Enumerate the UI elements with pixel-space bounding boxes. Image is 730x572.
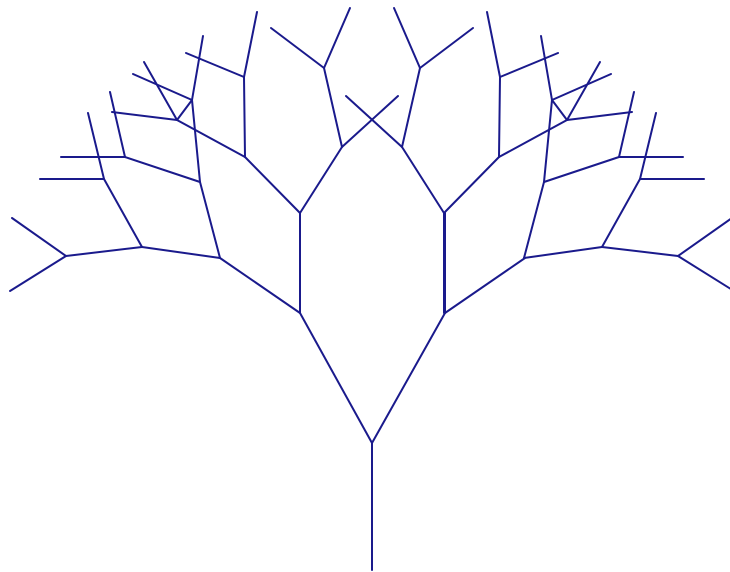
right-branch-19 [544,157,619,182]
right-branch-21 [619,92,634,157]
left-branch-2 [245,157,300,213]
right-branch-17 [524,182,544,258]
left-branch-26 [66,247,142,256]
left-branch-10 [112,112,177,120]
right-branch-10 [567,112,632,120]
right-branch-6 [499,120,567,157]
right-branch-12 [402,147,444,213]
right-branch-2 [444,157,499,213]
left-lower-branch [220,258,300,313]
right-lower-branch [445,258,525,313]
left-branch-17 [200,182,220,258]
fork-left-branch [300,313,372,443]
right-branch-8 [541,36,552,100]
left-branch-15 [271,28,324,68]
fork-right-branch [372,313,445,443]
left-branch-18 [192,100,200,182]
left-branch-22 [142,247,220,258]
left-branch-12 [300,147,342,213]
right-branch-23 [602,179,640,247]
left-branch-19 [125,157,200,182]
left-branch-4 [244,12,257,77]
right-branch-3 [499,77,500,157]
right-branch-4 [487,12,500,77]
right-branch-26 [602,247,678,256]
tree-branches [10,8,730,570]
right-branch-13 [402,68,420,147]
left-branch-6 [177,120,245,157]
right-branch-25 [640,113,656,179]
left-branch-3 [244,77,245,157]
left-branch-7 [177,100,192,120]
left-branch-16 [342,96,398,147]
left-branch-8 [192,36,203,100]
left-branch-13 [324,68,342,147]
right-branch-5 [500,53,558,77]
right-branch-28 [678,256,730,291]
left-branch-23 [104,179,142,247]
right-branch-22 [524,247,602,258]
right-branch-18 [544,100,552,182]
left-branch-5 [186,53,244,77]
right-branch-15 [420,28,473,68]
right-branch-27 [678,218,730,256]
left-branch-14 [324,8,350,68]
left-branch-21 [110,92,125,157]
left-branch-27 [12,218,66,256]
right-branch-16 [346,96,402,147]
left-branch-28 [10,256,66,291]
right-branch-14 [394,8,420,68]
left-branch-25 [88,113,104,179]
right-branch-7 [552,100,567,120]
